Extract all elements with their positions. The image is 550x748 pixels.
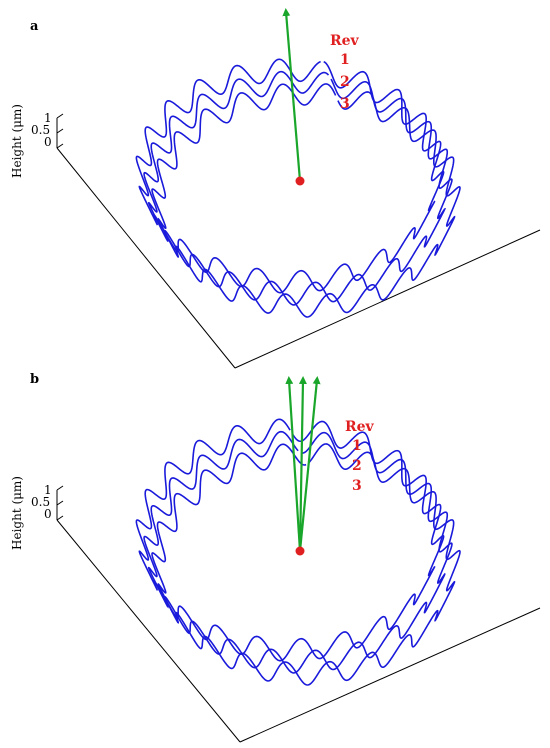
rev-number-2: 2 [340, 74, 350, 90]
axis-title: Height (μm) [10, 104, 24, 178]
direction-arrows [282, 8, 302, 182]
revolution-trace-3 [151, 83, 461, 318]
axis-title: Height (μm) [10, 476, 24, 550]
panel-b: b 1 0.5 0 Height (μm) Rev 1 2 3 [10, 372, 541, 743]
tick-label: 1 [44, 111, 52, 125]
wave-traces [135, 418, 461, 686]
tick-mark [56, 143, 64, 149]
panel-label: a [30, 19, 39, 34]
rev-number-1: 1 [340, 52, 350, 68]
tick-mark [56, 113, 64, 119]
tick-label: 1 [44, 483, 52, 497]
tick-label: 0.5 [31, 123, 50, 137]
direction-arrow [285, 376, 302, 552]
rev-number-3: 3 [352, 478, 362, 494]
center-dot [295, 546, 305, 556]
direction-arrow [298, 376, 321, 552]
tick-label: 0 [44, 135, 52, 149]
rev-number-3: 3 [340, 96, 350, 112]
panel-a: a 1 0.5 0 Height (μm) Rev 1 2 3 [10, 8, 541, 369]
direction-arrow [282, 8, 302, 182]
tick-label: 0 [44, 507, 52, 521]
axis-box [56, 113, 541, 369]
wave-traces [135, 58, 461, 318]
revolution-trace-2 [143, 70, 453, 306]
axis-left-edge [56, 147, 236, 369]
revolution-trace-1 [135, 418, 445, 662]
rev-title: Rev [330, 33, 360, 49]
tick-mark [56, 500, 64, 506]
tick-mark [56, 128, 64, 134]
direction-arrow [298, 376, 307, 552]
rev-number-1: 1 [352, 438, 362, 454]
tick-mark [56, 515, 64, 521]
tick-mark [56, 485, 64, 491]
axis-box [56, 485, 541, 743]
rev-title: Rev [345, 419, 375, 435]
revolution-trace-3 [151, 443, 461, 686]
direction-arrows [285, 376, 321, 552]
center-dot [295, 176, 305, 186]
axis-bottom-edge [234, 229, 541, 369]
axis-left-edge [56, 519, 241, 743]
panel-label: b [30, 372, 39, 387]
rev-number-2: 2 [352, 458, 362, 474]
axis-bottom-edge [239, 607, 541, 743]
tick-label: 0.5 [31, 495, 50, 509]
